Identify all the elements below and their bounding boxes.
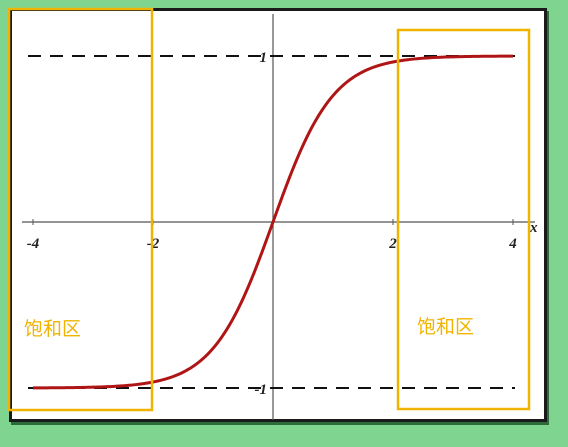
y-tick-label: -1 <box>255 382 268 398</box>
asymptote-lines <box>28 55 515 389</box>
x-axis-label: x <box>529 220 538 236</box>
curve-layer <box>32 54 514 390</box>
saturation-box-right <box>396 28 531 411</box>
x-tick-label: -4 <box>27 236 40 252</box>
saturation-label-right: 饱和区 <box>417 316 475 338</box>
axes <box>22 14 535 420</box>
saturation-box-left <box>7 7 154 412</box>
saturation-boxes <box>7 7 531 412</box>
x-tick-label: 2 <box>388 236 397 252</box>
saturation-label-left: 饱和区 <box>24 318 82 340</box>
x-tick-label: 4 <box>508 236 517 252</box>
chart-frame <box>9 8 547 422</box>
y-tick-label: 1 <box>260 50 268 66</box>
tanh-curve <box>32 54 514 390</box>
